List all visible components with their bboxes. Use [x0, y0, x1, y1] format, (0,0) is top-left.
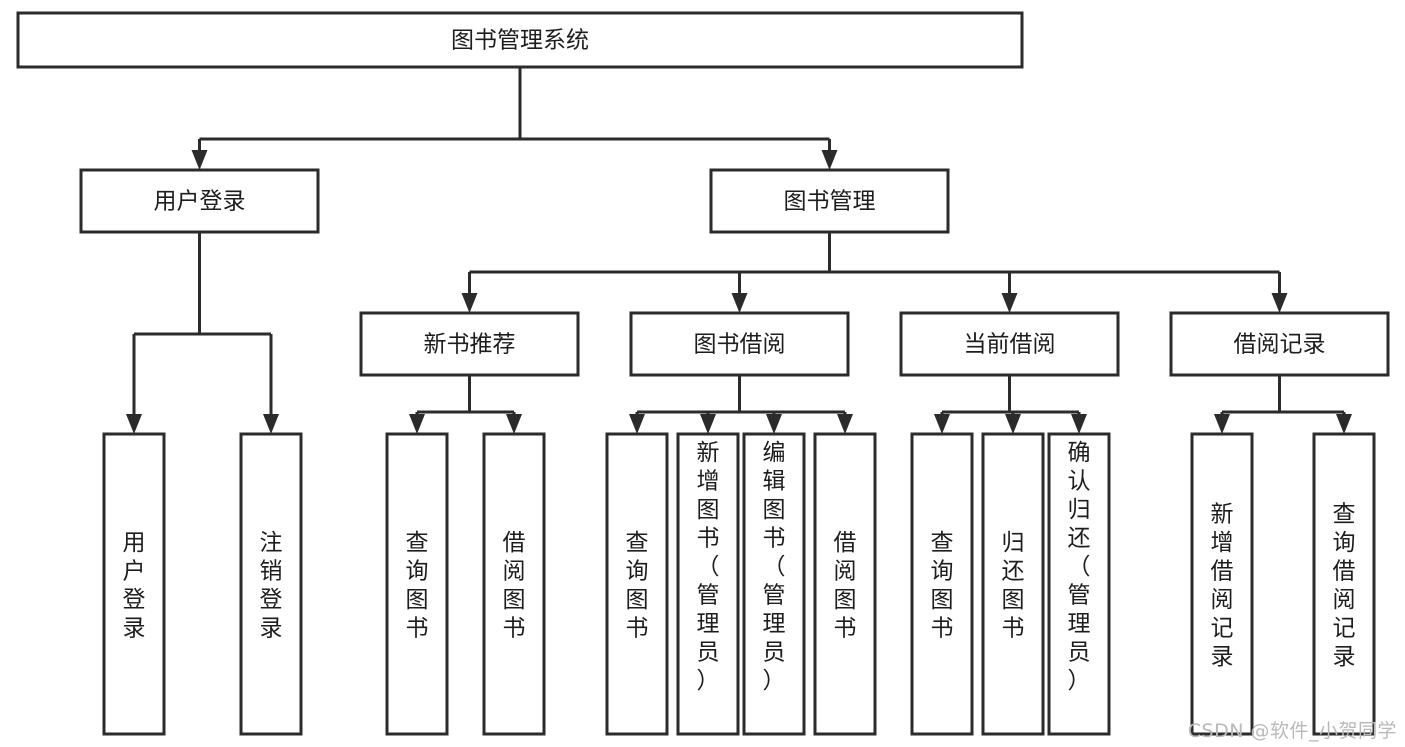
node-new-book-recommend[interactable]: 新书推荐	[359, 311, 580, 377]
node-leaf-add-borrow-record[interactable]: 新增借阅记录	[1190, 432, 1254, 736]
arrowhead-icon	[1071, 414, 1087, 434]
arrowhead-icon	[506, 414, 522, 434]
arrowhead-icon	[766, 414, 782, 434]
arrowhead-icon	[731, 293, 748, 313]
node-label: 新增图书（管理员）	[697, 440, 720, 694]
node-label: 查询图书	[931, 530, 954, 642]
node-box	[1169, 311, 1390, 377]
node-leaf-query-book-borrow[interactable]: 查询图书	[605, 432, 669, 736]
arrowhead-icon	[1214, 414, 1230, 434]
node-current-borrow[interactable]: 当前借阅	[899, 311, 1120, 377]
node-label: 图书管理系统	[451, 28, 589, 54]
arrowhead-icon	[821, 150, 838, 170]
node-label: 归还图书	[1002, 530, 1025, 642]
arrowhead-icon	[700, 414, 716, 434]
node-root[interactable]: 图书管理系统	[16, 11, 1024, 69]
node-leaf-query-borrow-record[interactable]: 查询借阅记录	[1312, 432, 1376, 736]
node-label: 查询借阅记录	[1333, 502, 1356, 671]
node-box	[239, 432, 303, 736]
node-label: 注销登录	[260, 530, 283, 642]
node-box	[1190, 432, 1254, 736]
node-label: 用户登录	[154, 189, 246, 215]
node-book-borrow[interactable]: 图书借阅	[629, 311, 850, 377]
nodes-layer: 图书管理系统用户登录图书管理新书推荐图书借阅当前借阅借阅记录用户登录注销登录查询…	[16, 11, 1390, 736]
node-leaf-return-book[interactable]: 归还图书	[981, 432, 1045, 736]
connectors-layer	[126, 67, 1352, 434]
node-label: 确认归还（管理员）	[1068, 440, 1091, 694]
node-leaf-confirm-return-admin[interactable]: 确认归还（管理员）	[1047, 432, 1111, 736]
node-label: 编辑图书（管理员）	[763, 440, 786, 694]
arrowhead-icon	[263, 414, 279, 434]
node-label: 借阅图书	[834, 530, 857, 642]
node-box	[981, 432, 1045, 736]
arrowhead-icon	[837, 414, 853, 434]
node-box	[676, 432, 740, 736]
node-box	[79, 168, 320, 234]
watermark-label: CSDN @软件_小贺同学	[1187, 720, 1397, 742]
arrowhead-icon	[191, 150, 208, 170]
arrowhead-icon	[409, 414, 425, 434]
node-book-manage[interactable]: 图书管理	[709, 168, 950, 234]
arrowhead-icon	[126, 414, 142, 434]
node-leaf-user-login[interactable]: 用户登录	[102, 432, 166, 736]
node-leaf-borrow-book-new[interactable]: 借阅图书	[482, 432, 546, 736]
node-user-login[interactable]: 用户登录	[79, 168, 320, 234]
node-box	[359, 311, 580, 377]
node-leaf-edit-book-admin[interactable]: 编辑图书（管理员）	[742, 432, 806, 736]
node-box	[605, 432, 669, 736]
node-label: 当前借阅	[964, 332, 1056, 358]
node-leaf-add-book-admin[interactable]: 新增图书（管理员）	[676, 432, 740, 736]
node-box	[813, 432, 877, 736]
node-box	[1047, 432, 1111, 736]
node-box	[629, 311, 850, 377]
node-box	[482, 432, 546, 736]
arrowhead-icon	[461, 293, 478, 313]
arrowhead-icon	[1001, 293, 1018, 313]
node-label: 借阅图书	[503, 530, 526, 642]
node-leaf-query-book-current[interactable]: 查询图书	[910, 432, 974, 736]
node-label: 图书借阅	[694, 332, 786, 358]
node-label: 查询图书	[406, 530, 429, 642]
node-leaf-logout[interactable]: 注销登录	[239, 432, 303, 736]
node-box	[709, 168, 950, 234]
node-box	[910, 432, 974, 736]
node-leaf-borrow-book[interactable]: 借阅图书	[813, 432, 877, 736]
arrowhead-icon	[1336, 414, 1352, 434]
node-label: 图书管理	[784, 189, 876, 215]
node-box	[742, 432, 806, 736]
node-label: 用户登录	[123, 530, 146, 642]
node-label: 新增借阅记录	[1211, 502, 1234, 671]
node-box	[1312, 432, 1376, 736]
node-label: 借阅记录	[1234, 332, 1326, 358]
node-borrow-record[interactable]: 借阅记录	[1169, 311, 1390, 377]
node-box	[899, 311, 1120, 377]
node-box	[102, 432, 166, 736]
node-box	[385, 432, 449, 736]
node-label: 新书推荐	[424, 332, 516, 358]
node-label: 查询图书	[626, 530, 649, 642]
arrowhead-icon	[629, 414, 645, 434]
node-leaf-query-book-new[interactable]: 查询图书	[385, 432, 449, 736]
arrowhead-icon	[934, 414, 950, 434]
arrowhead-icon	[1271, 293, 1288, 313]
arrowhead-icon	[1005, 414, 1021, 434]
node-box	[16, 11, 1024, 69]
